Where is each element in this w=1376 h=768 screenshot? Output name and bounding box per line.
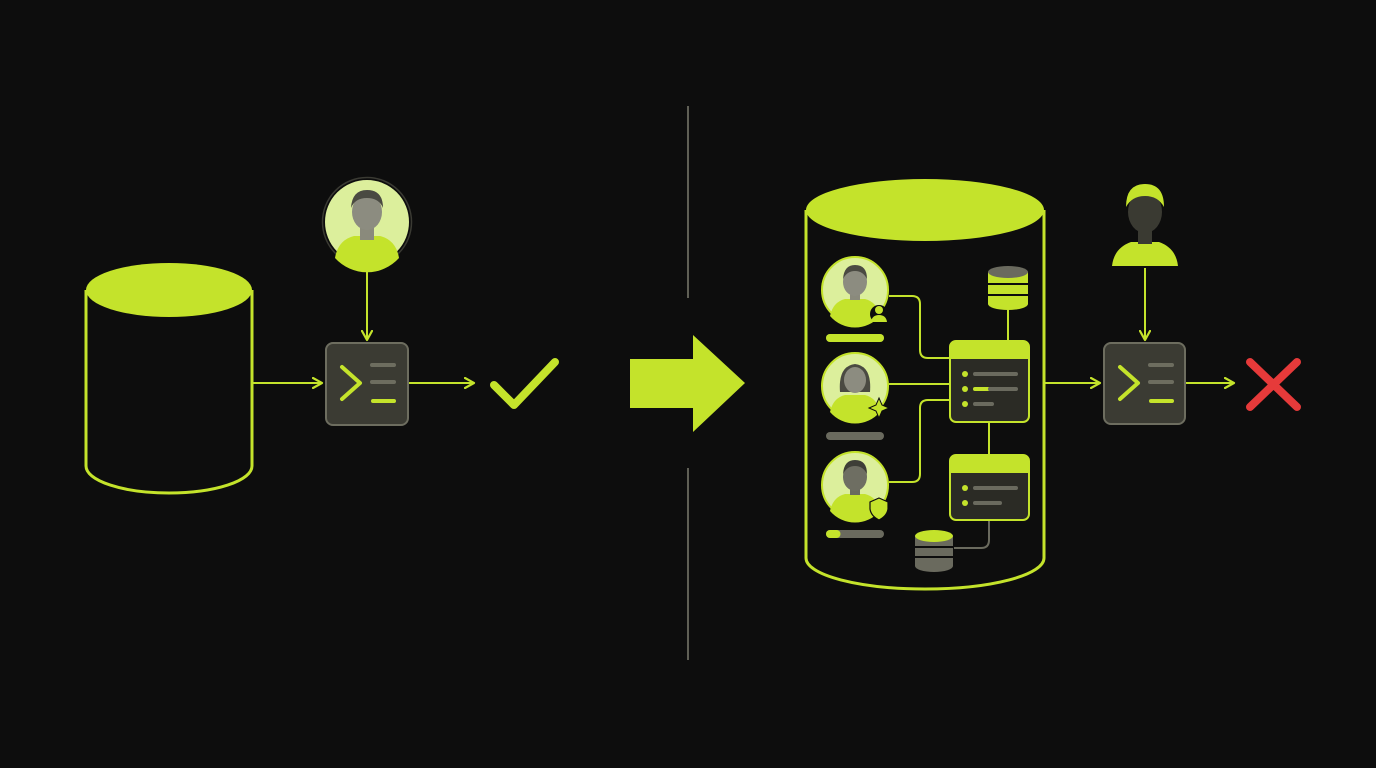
progress-bar	[826, 530, 884, 538]
left-scenario	[84, 176, 559, 495]
terminal-icon	[1103, 342, 1186, 425]
user-avatar-icon	[1112, 184, 1178, 266]
storage-stack-icon	[988, 266, 1028, 310]
inner-user-avatar	[821, 352, 891, 424]
right-scenario	[804, 179, 1301, 591]
user-badge-icon	[870, 305, 888, 323]
progress-bar	[826, 432, 884, 440]
lower-storage-connection	[954, 520, 990, 549]
container-database-icon	[804, 179, 1046, 591]
progress-bar	[826, 334, 884, 342]
inner-user-avatar	[821, 256, 889, 328]
progress-fill	[826, 530, 841, 538]
database-icon	[84, 263, 254, 495]
sparkle-badge-icon	[867, 396, 891, 420]
arrow-right-icon	[630, 335, 745, 432]
shield-badge-icon	[869, 497, 889, 521]
data-panel-icon	[949, 340, 1030, 423]
progress-fill	[826, 334, 884, 342]
inner-user-avatar	[821, 451, 889, 523]
cross-icon	[1246, 358, 1301, 411]
internal-connections	[889, 295, 1009, 483]
data-panel-icon	[949, 454, 1030, 521]
storage-stack-icon	[915, 530, 953, 572]
user-avatar-icon	[321, 176, 413, 273]
checkmark-icon	[490, 358, 559, 409]
terminal-icon	[325, 342, 409, 426]
